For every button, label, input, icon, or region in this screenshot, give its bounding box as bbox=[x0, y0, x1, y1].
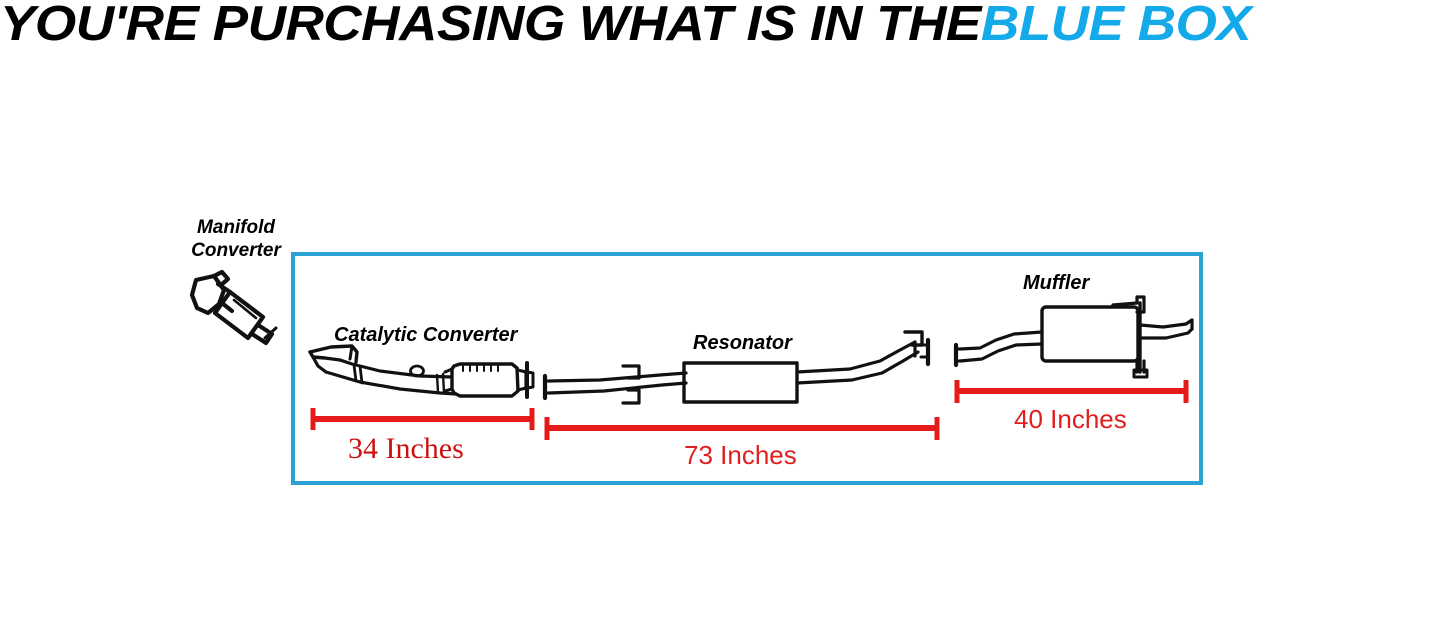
label-manifold-line1: Manifold bbox=[196, 217, 276, 238]
label-catalytic-converter: Catalytic Converter bbox=[334, 324, 518, 346]
headline-black-text: YOU'RE PURCHASING WHAT IS IN THE bbox=[0, 0, 981, 51]
label-resonator: Resonator bbox=[693, 332, 792, 354]
label-muffler: Muffler bbox=[1023, 272, 1090, 294]
manifold-converter-drawing bbox=[189, 269, 278, 346]
dimension-value-catalytic: 34 Inches bbox=[348, 432, 464, 465]
dimension-value-muffler: 40 Inches bbox=[1014, 404, 1127, 434]
blue-box-highlight bbox=[291, 252, 1203, 485]
label-manifold-converter: Manifold Converter bbox=[186, 216, 286, 262]
dimension-value-resonator: 73 Inches bbox=[684, 440, 797, 470]
headline-banner: YOU'RE PURCHASING WHAT IS IN THE BLUE BO… bbox=[0, 0, 1445, 52]
label-manifold-line2: Converter bbox=[191, 240, 281, 261]
headline-blue-text: BLUE BOX bbox=[980, 0, 1252, 51]
